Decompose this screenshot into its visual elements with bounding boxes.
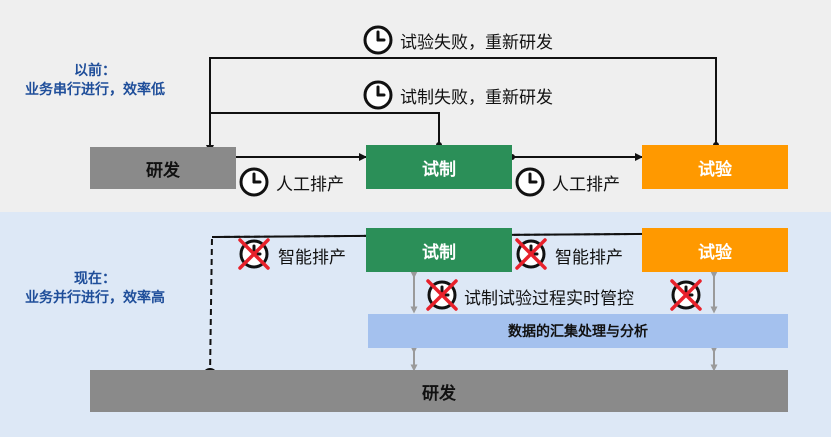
before-title-line2: 业务串行进行，效率低 bbox=[25, 82, 165, 98]
before-test-box: 试验 bbox=[642, 145, 788, 189]
manual-schedule-label-1: 人工排产 bbox=[276, 175, 344, 195]
crossed-clock-icon bbox=[240, 240, 268, 268]
clock-icon bbox=[515, 167, 545, 197]
manual-schedule-label-2: 人工排产 bbox=[552, 175, 620, 195]
before-title: 以前： 业务串行进行，效率低 bbox=[10, 62, 180, 100]
before-trial-box: 试制 bbox=[366, 145, 512, 189]
trial-fail-loop-label: 试制失败，重新研发 bbox=[400, 88, 553, 108]
now-test-box: 试验 bbox=[642, 228, 788, 272]
now-title: 现在： 业务并行进行，效率高 bbox=[10, 270, 180, 308]
now-trial-box: 试制 bbox=[366, 228, 512, 272]
crossed-clock-icon bbox=[428, 281, 456, 309]
process-control-label: 试制试验过程实时管控 bbox=[464, 289, 634, 309]
before-rnd-box: 研发 bbox=[90, 147, 236, 189]
trial-fail-loop-line bbox=[210, 112, 440, 145]
test-fail-loop-line bbox=[206, 57, 717, 153]
clock-icon bbox=[363, 80, 393, 110]
clock-icon bbox=[363, 25, 393, 55]
now-rnd-box: 研发 bbox=[90, 370, 788, 412]
crossed-clock-icon bbox=[672, 281, 700, 309]
clock-icon bbox=[239, 167, 269, 197]
crossed-clock-icon bbox=[517, 240, 545, 268]
test-fail-loop-label: 试验失败，重新研发 bbox=[400, 33, 553, 53]
before-title-line1: 以前： bbox=[74, 63, 116, 79]
now-title-line1: 现在： bbox=[74, 271, 116, 287]
smart-schedule-label-1: 智能排产 bbox=[278, 248, 346, 268]
now-title-line2: 业务并行进行，效率高 bbox=[25, 290, 165, 306]
smart-schedule-label-2: 智能排产 bbox=[555, 248, 623, 268]
data-analysis-box: 数据的汇集处理与分析 bbox=[368, 314, 788, 348]
